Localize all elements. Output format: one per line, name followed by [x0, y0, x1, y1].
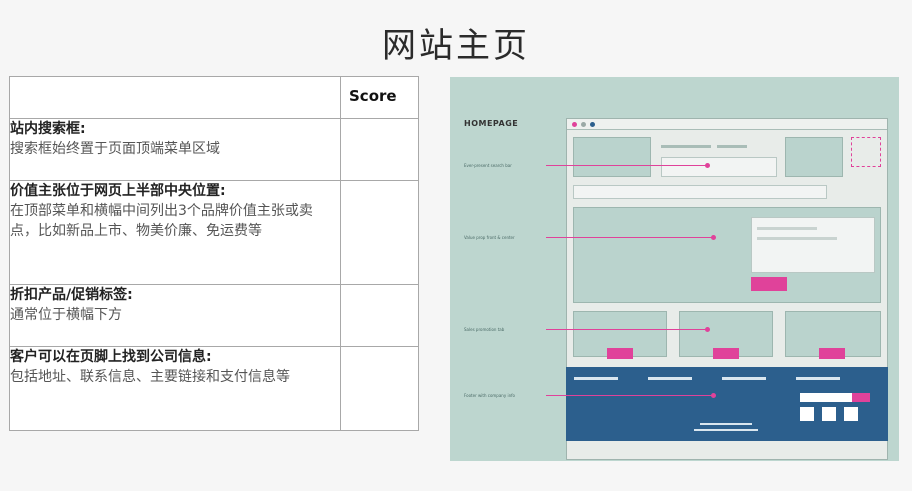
item-description: 包括地址、联系信息、主要链接和支付信息等	[10, 369, 290, 385]
wireframe-value-prop-box	[751, 217, 875, 273]
homepage-wireframe-image: HOMEPAGE Ever-present search bar Value p…	[450, 77, 899, 461]
wireframe-cta-button	[751, 277, 787, 291]
window-dot-icon	[590, 122, 595, 127]
item-cell: 站内搜索框: 搜索框始终置于页面顶端菜单区域	[9, 118, 341, 181]
wireframe-logo-box	[573, 137, 651, 177]
wireframe-pointer-value-prop	[546, 235, 716, 240]
window-dot-icon	[581, 122, 586, 127]
wireframe-side-box	[785, 137, 843, 177]
wireframe-cart-box	[851, 137, 881, 167]
wireframe-footer-line	[694, 429, 758, 431]
item-cell: 折扣产品/促销标签: 通常位于横幅下方	[9, 284, 341, 347]
score-cell[interactable]	[340, 118, 419, 181]
item-cell: 价值主张位于网页上半部中央位置: 在顶部菜单和横幅中间列出3个品牌价值主张或卖点…	[9, 180, 341, 285]
wireframe-menu-bar	[573, 185, 827, 199]
score-cell[interactable]	[340, 180, 419, 285]
wireframe-footer-button	[852, 393, 870, 402]
wireframe-footer-line	[648, 377, 692, 380]
wireframe-label-promo: Sales promotion tab	[464, 327, 505, 332]
wireframe-footer-line	[722, 377, 766, 380]
item-title: 站内搜索框:	[10, 121, 86, 137]
score-header: Score	[349, 87, 397, 105]
table-row: 折扣产品/促销标签: 通常位于横幅下方	[9, 284, 419, 347]
wireframe-footer	[566, 367, 888, 441]
wireframe-footer-line	[574, 377, 618, 380]
wireframe-line	[717, 145, 747, 148]
wireframe-label-footer: Footer with company info	[464, 393, 515, 398]
item-cell: 客户可以在页脚上找到公司信息: 包括地址、联系信息、主要链接和支付信息等	[9, 346, 341, 431]
wireframe-social-icon	[844, 407, 858, 421]
wireframe-promo-box	[785, 311, 881, 357]
checklist-table: Score 站内搜索框: 搜索框始终置于页面顶端菜单区域 价值主张位于网页上半部…	[9, 76, 419, 431]
wireframe-social-icon	[800, 407, 814, 421]
wireframe-line	[661, 145, 711, 148]
wireframe-footer-line	[700, 423, 752, 425]
wireframe-footer-line	[796, 377, 840, 380]
wireframe-line	[757, 227, 817, 230]
table-header-row: Score	[9, 76, 419, 119]
wireframe-label-search: Ever-present search bar	[464, 163, 512, 168]
table-row: 站内搜索框: 搜索框始终置于页面顶端菜单区域	[9, 118, 419, 181]
wireframe-promo-tab	[713, 348, 739, 359]
wireframe-browser	[566, 118, 888, 460]
item-title: 价值主张位于网页上半部中央位置:	[10, 183, 226, 199]
item-description: 搜索框始终置于页面顶端菜单区域	[10, 141, 220, 157]
wireframe-label-value-prop: Value prop front & center	[464, 235, 515, 240]
page-title: 网站主页	[382, 26, 530, 66]
wireframe-pointer-promo	[546, 327, 710, 332]
header-item-cell	[9, 76, 341, 119]
table-row: 价值主张位于网页上半部中央位置: 在顶部菜单和横幅中间列出3个品牌价值主张或卖点…	[9, 180, 419, 285]
wireframe-social-icon	[822, 407, 836, 421]
wireframe-pointer-footer	[546, 393, 716, 398]
item-description: 通常位于横幅下方	[10, 307, 122, 323]
wireframe-promo-tab	[607, 348, 633, 359]
wireframe-heading: HOMEPAGE	[464, 119, 519, 128]
item-title: 折扣产品/促销标签:	[10, 287, 133, 303]
wireframe-browser-bar	[567, 119, 887, 130]
table-row: 客户可以在页脚上找到公司信息: 包括地址、联系信息、主要链接和支付信息等	[9, 346, 419, 431]
wireframe-promo-tab	[819, 348, 845, 359]
wireframe-footer-field	[800, 393, 854, 402]
score-cell[interactable]	[340, 346, 419, 431]
item-description: 在顶部菜单和横幅中间列出3个品牌价值主张或卖点，比如新品上市、物美价廉、免运费等	[10, 203, 313, 239]
wireframe-search-box	[661, 157, 777, 177]
score-cell[interactable]	[340, 284, 419, 347]
wireframe-pointer-search	[546, 163, 710, 168]
item-title: 客户可以在页脚上找到公司信息:	[10, 349, 212, 365]
header-score-cell: Score	[340, 76, 419, 119]
wireframe-line	[757, 237, 837, 240]
window-dot-icon	[572, 122, 577, 127]
